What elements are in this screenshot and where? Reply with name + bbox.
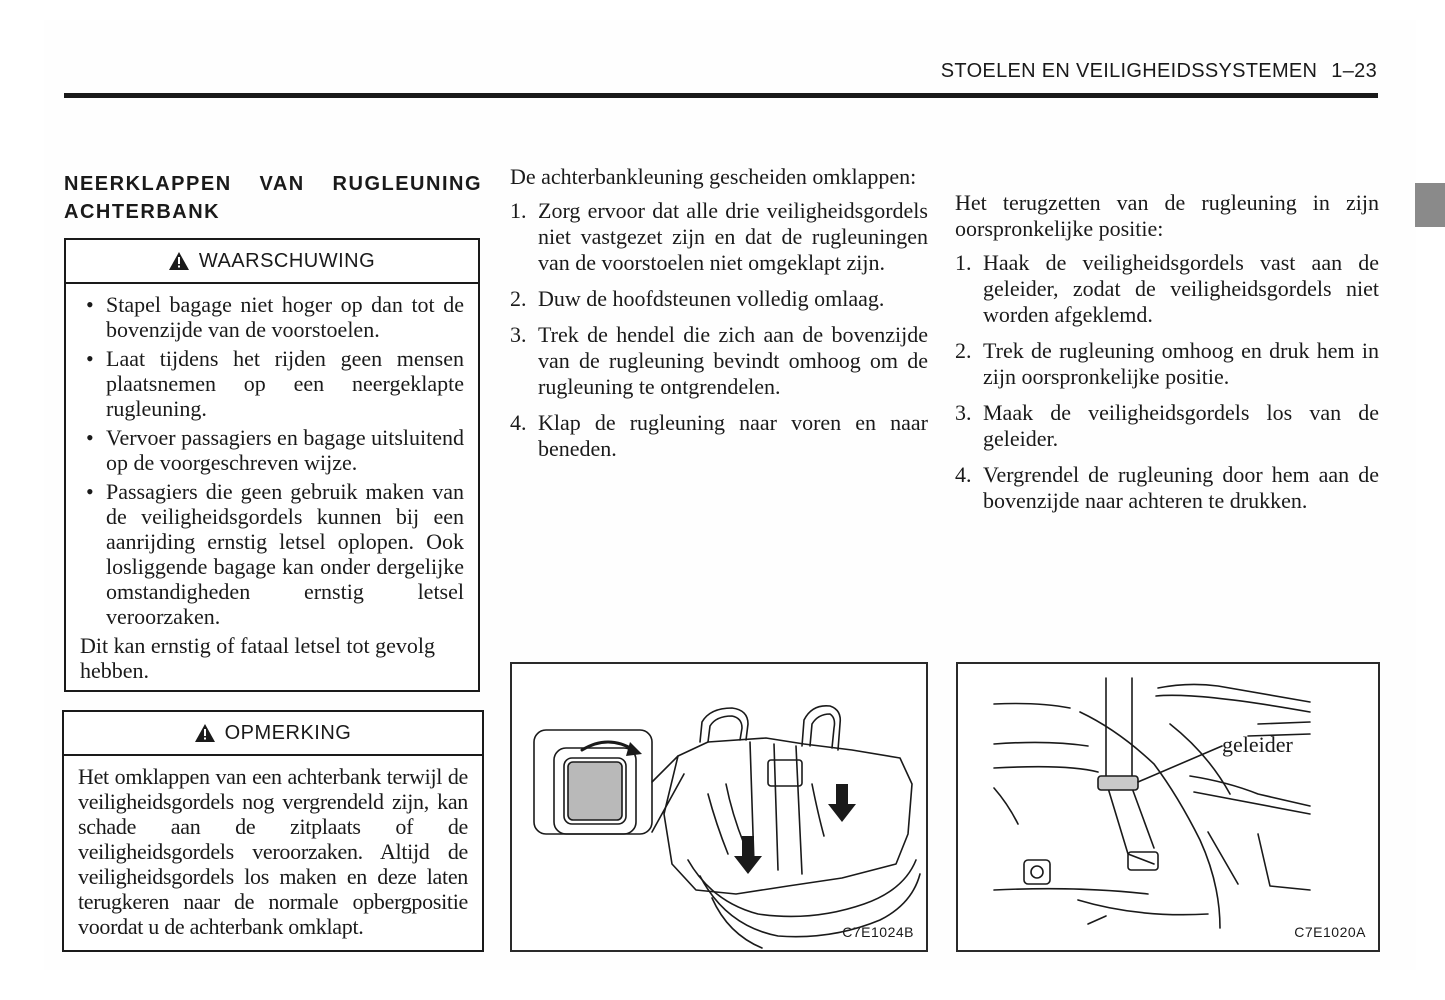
running-header: STOELEN EN VEILIGHEIDSSYSTEMEN 1–23: [941, 60, 1377, 83]
step-number: 2.: [955, 338, 972, 363]
restore-intro: Het terugzetten van de rugleuning in zij…: [955, 190, 1379, 241]
fold-down-intro: De achterbankleuning gescheiden omklappe…: [510, 164, 917, 189]
notice-heading: OPMERKING: [224, 721, 352, 744]
restore-instructions: Het terugzetten van de rugleuning in zij…: [955, 190, 1379, 524]
step-text: Klap de rugleuning naar voren en naar be…: [538, 410, 928, 461]
notice-header: OPMERKING: [64, 712, 482, 756]
step-number: 4.: [955, 462, 972, 487]
step-text: Trek de hendel die zich aan de bovenzijd…: [538, 322, 928, 399]
step-text: Duw de hoofdsteunen volledig omlaag.: [538, 286, 885, 311]
step-item: 4. Vergrendel de rugleuning door hem aan …: [955, 462, 1379, 514]
step-item: 2. Duw de hoofdsteunen volledig omlaag.: [510, 286, 928, 312]
belt-guide-illustration: [993, 677, 1311, 929]
warning-item: Laat tijdens het rijden geen mensen plaa…: [80, 346, 464, 421]
figure-code: C7E1024B: [842, 924, 914, 940]
step-item: 4. Klap de rugleuning naar voren en naar …: [510, 410, 928, 462]
page-number: 1–23: [1331, 60, 1377, 82]
notice-box: OPMERKING Het omklappen van een achterba…: [62, 710, 484, 952]
figure-code: C7E1020A: [1294, 924, 1366, 940]
seat-fold-figure: C7E1024B: [510, 662, 928, 952]
warning-list: Stapel bagage niet hoger op dan tot de b…: [80, 292, 464, 629]
warning-heading: WAARSCHUWING: [198, 249, 376, 272]
step-text: Maak de veiligheidsgordels los van de ge…: [983, 400, 1379, 451]
warning-closing: Dit kan ernstig of fataal letsel tot gev…: [80, 633, 435, 683]
chapter-thumb-tab: [1415, 183, 1445, 227]
warning-item: Passagiers die geen gebruik maken van de…: [80, 479, 464, 629]
header-rule: [64, 93, 1378, 98]
belt-guide-figure: geleider C7E1020A: [956, 662, 1380, 952]
step-item: 3. Maak de veiligheidsgordels los van de …: [955, 400, 1379, 452]
step-number: 4.: [510, 410, 527, 435]
warning-body: Stapel bagage niet hoger op dan tot de b…: [66, 284, 478, 683]
step-text: Zorg ervoor dat alle drie veiligheidsgor…: [538, 198, 928, 275]
restore-steps: 1. Haak de veiligheidsgordels vast aan de…: [955, 250, 1379, 514]
seat-fold-illustration: [533, 704, 921, 949]
step-item: 3. Trek de hendel die zich aan de bovenzi…: [510, 322, 928, 400]
step-text: Vergrendel de rugleuning door hem aan de…: [983, 462, 1379, 513]
fold-down-steps: 1. Zorg ervoor dat alle drie veiligheidsg…: [510, 198, 928, 462]
warning-triangle-icon: [168, 252, 189, 270]
warning-item: Stapel bagage niet hoger op dan tot de b…: [80, 292, 464, 342]
step-number: 1.: [510, 198, 527, 223]
step-text: Haak de veiligheidsgordels vast aan de g…: [983, 250, 1379, 327]
notice-body: Het omklappen van een achterbank terwijl…: [64, 756, 482, 939]
step-item: 1. Haak de veiligheidsgordels vast aan de…: [955, 250, 1379, 328]
step-number: 3.: [955, 400, 972, 425]
warning-header: WAARSCHUWING: [66, 240, 478, 284]
step-number: 2.: [510, 286, 527, 311]
warning-triangle-icon: [194, 724, 215, 742]
guide-label: geleider: [1222, 732, 1293, 757]
step-item: 2. Trek de rugleuning omhoog en druk hem …: [955, 338, 1379, 390]
notice-text: Het omklappen van een achterbank terwijl…: [78, 764, 468, 939]
step-number: 1.: [955, 250, 972, 275]
step-item: 1. Zorg ervoor dat alle drie veiligheidsg…: [510, 198, 928, 276]
step-text: Trek de rugleuning omhoog en druk hem in…: [983, 338, 1379, 389]
warning-item: Vervoer passagiers en bagage uitsluitend…: [80, 425, 464, 475]
step-number: 3.: [510, 322, 527, 347]
section-title: NEERKLAPPEN VAN RUGLEUNING ACHTERBANK: [64, 173, 482, 223]
running-title: STOELEN EN VEILIGHEIDSSYSTEMEN: [940, 60, 1318, 82]
warning-box: WAARSCHUWING Stapel bagage niet hoger op…: [64, 238, 480, 692]
fold-down-instructions: De achterbankleuning gescheiden omklappe…: [510, 164, 928, 472]
